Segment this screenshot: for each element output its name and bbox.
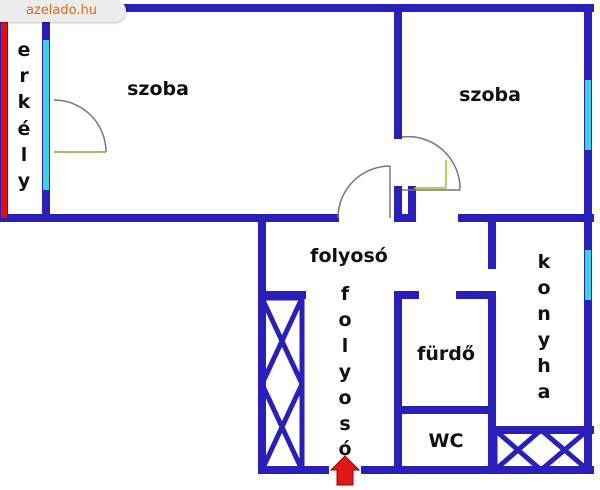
svg-text:y: y bbox=[538, 329, 551, 351]
svg-text:l: l bbox=[342, 335, 349, 357]
label-kitchen: k o n y h a bbox=[537, 251, 551, 403]
svg-text:l: l bbox=[21, 144, 28, 166]
svg-text:r: r bbox=[19, 65, 29, 87]
up-arrow-icon bbox=[329, 455, 361, 486]
doors bbox=[53, 99, 461, 219]
windows bbox=[43, 40, 591, 300]
walls bbox=[0, 4, 594, 474]
kitchen-counter bbox=[492, 427, 591, 473]
label-bathroom: fürdő bbox=[417, 343, 475, 365]
svg-text:y: y bbox=[18, 170, 31, 192]
door-arc-hallway bbox=[337, 165, 391, 219]
svg-text:f: f bbox=[341, 283, 350, 305]
svg-text:o: o bbox=[338, 387, 351, 409]
label-hallway-vertical: f o l y o s ó bbox=[338, 283, 351, 460]
watermark-text: azelado.hu bbox=[26, 3, 97, 18]
svg-text:k: k bbox=[18, 91, 31, 113]
svg-text:y: y bbox=[339, 361, 352, 383]
svg-text:ó: ó bbox=[338, 438, 351, 460]
label-room-left: szoba bbox=[127, 78, 189, 100]
svg-text:o: o bbox=[537, 277, 550, 299]
label-room-right: szoba bbox=[459, 84, 521, 106]
storage-cabinet bbox=[259, 295, 305, 473]
svg-text:e: e bbox=[18, 39, 31, 61]
label-balcony: e r k é l y bbox=[18, 39, 31, 192]
svg-text:a: a bbox=[538, 381, 551, 403]
label-hallway-horizontal: folyosó bbox=[310, 245, 388, 267]
watermark-badge: azelado.hu bbox=[0, 0, 126, 22]
door-arc-left-room bbox=[53, 99, 107, 153]
svg-text:o: o bbox=[338, 309, 351, 331]
svg-text:s: s bbox=[339, 413, 350, 435]
svg-text:k: k bbox=[538, 251, 551, 273]
door-arc-right-room bbox=[401, 135, 461, 191]
label-toilet: WC bbox=[429, 430, 464, 452]
svg-text:h: h bbox=[537, 355, 551, 377]
svg-text:n: n bbox=[537, 303, 551, 325]
svg-text:é: é bbox=[18, 118, 31, 140]
